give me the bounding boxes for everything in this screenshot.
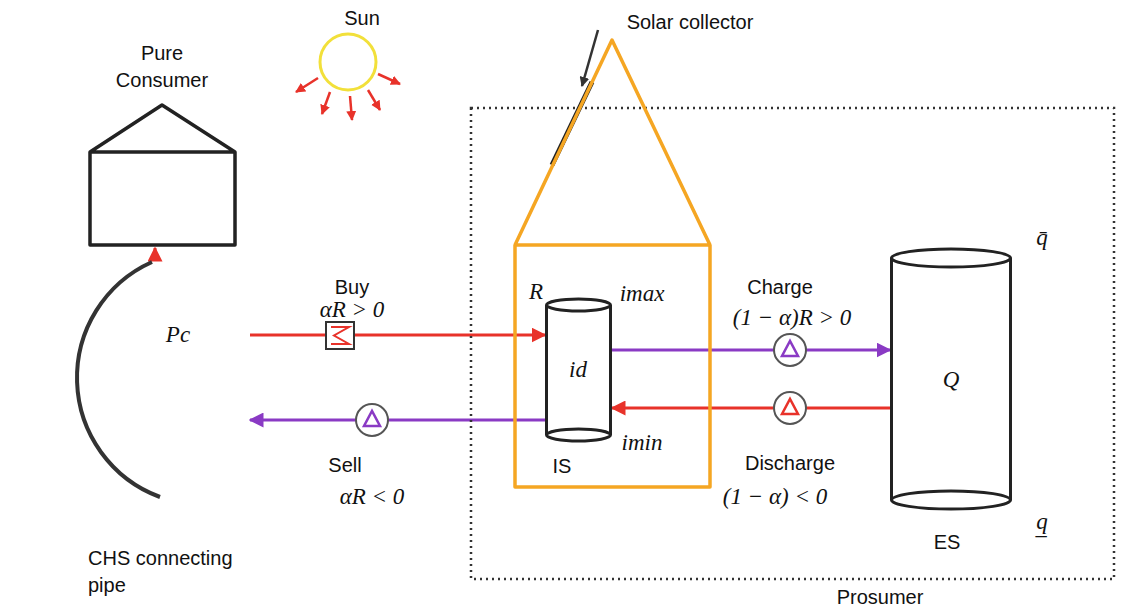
cylinder-side [1009,258,1012,500]
math-symbol: imax [620,278,665,309]
flow-condition: (1 − α)R > 0 [733,302,851,333]
math-symbol: q̄ [1036,222,1048,253]
node-title: Pure Consumer [106,40,218,94]
cylinder-side [890,258,893,500]
flow-label: Discharge [745,450,835,477]
sun-ray [350,96,352,120]
house-outline [90,105,235,245]
math-symbol: Q [943,364,960,395]
pump-symbol [774,392,806,424]
cylinder-top [547,299,611,311]
math-symbol: id [569,354,587,385]
math-symbol: R [529,276,543,307]
flow-arrow [612,407,890,410]
pipe-arc [77,262,160,497]
node-title: CHS connecting pipe [88,545,248,599]
flow-condition: αR > 0 [320,294,385,325]
cylinder-bottom [892,491,1011,509]
pump-triangle [364,411,380,426]
flow-arrow [250,334,545,337]
pump-symbol [774,334,806,366]
sun-ray [368,90,380,110]
house-outline [515,40,710,487]
tank-name: IS [553,453,572,480]
pipe-shape: PcCHS connecting pipe [70,258,250,603]
sun-label: Sun [344,5,380,32]
storage-tank: q̄Qq̲ES [890,248,1012,510]
cylinder-bottom [547,429,611,441]
math-symbol: Pc [166,319,190,350]
storage-tank: RimaxidiminIS [545,298,612,442]
sun-ray [322,92,330,114]
heat-exchanger-coil [331,327,349,344]
tank-name: ES [934,529,961,556]
cylinder-top [892,249,1011,267]
flow-arrow [250,419,545,422]
sun [320,34,376,90]
house-shape: Pure Consumer [85,40,240,248]
heat-exchanger [326,322,354,349]
pump-triangle [782,399,798,414]
cylinder-side [609,305,612,435]
sun-ray [378,74,400,84]
math-symbol: q̲ [1036,506,1048,537]
pump-triangle [782,341,798,356]
cylinder-side [545,305,548,435]
flow-arrow [612,349,890,352]
flow-arrow [154,248,157,258]
callout-label: Solar collector [627,9,754,36]
node-outline [515,28,712,488]
math-symbol: imin [622,427,663,458]
flow-label: Buy [335,274,369,301]
flow-condition: (1 − α) < 0 [723,481,827,512]
flow-label: Sell [328,452,361,479]
cylinder [547,299,611,441]
flow-label: Charge [747,274,813,301]
sun-ray [296,78,318,92]
prosumer-house: RimaxidiminISSolar collector [515,28,712,488]
dotted-boundary [471,108,1114,579]
cylinder [892,249,1011,509]
pump-symbol [356,404,388,436]
node-title: Prosumer [837,584,924,611]
sun-rays [296,74,400,120]
flow-condition: αR < 0 [340,481,405,512]
